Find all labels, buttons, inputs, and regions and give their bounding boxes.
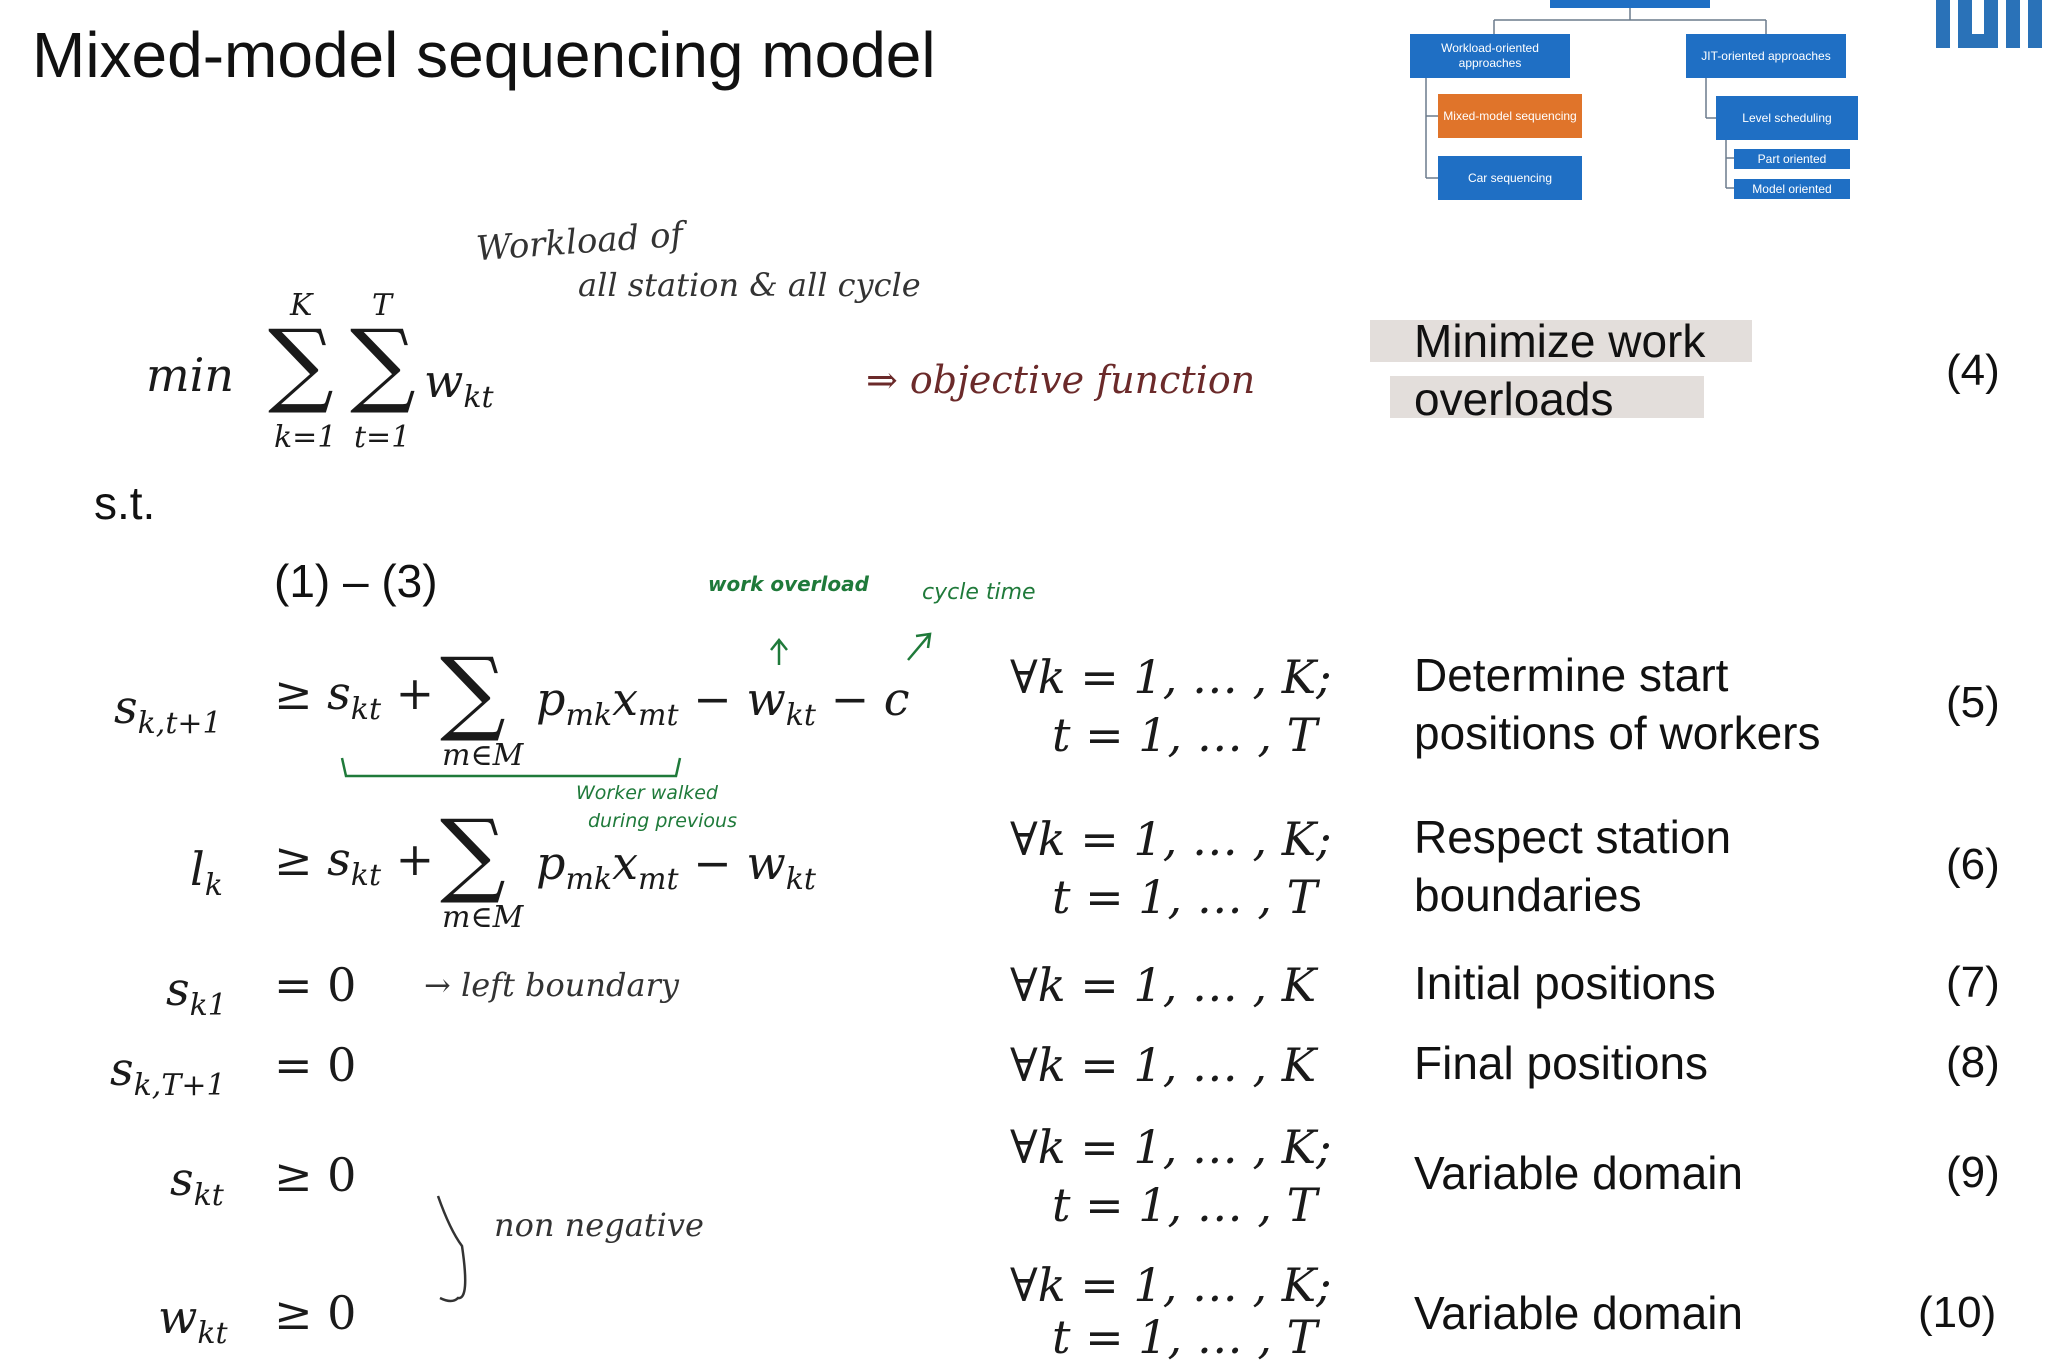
objective-min: min: [146, 348, 234, 402]
tum-logo: [1928, 0, 2046, 52]
equation-number-4: (4): [1946, 346, 2000, 395]
constraint-9-rhs: ≥ 0: [274, 1148, 357, 1202]
equation-number-10: (10): [1918, 1288, 1997, 1337]
node-car-sequencing: Car sequencing: [1438, 156, 1582, 200]
constraint-5-lhs: sk,t+1: [114, 680, 222, 742]
note-worker-walked: Worker walked: [576, 782, 718, 804]
constraint-7-rhs: = 0: [274, 958, 357, 1012]
objective-double-sum: K T ∑ ∑ k=1 t=1 wkt: [268, 288, 494, 455]
constraint-5-terms: pmkxmt − wkt − c: [536, 672, 910, 734]
approach-hierarchy-diagram: Workload-oriented approaches JIT-oriente…: [1410, 0, 1858, 205]
page-title: Mixed-model sequencing model: [32, 19, 936, 91]
constraint-10-forall-1: ∀k = 1, … , K;: [1010, 1258, 1332, 1312]
constraint-10-rhs: ≥ 0: [274, 1286, 357, 1340]
constraint-6-forall-2: t = 1, … , T: [1052, 870, 1318, 924]
node-jit-oriented: JIT-oriented approaches: [1686, 34, 1846, 78]
constraint-6-rhs: ≥ skt +: [274, 832, 435, 894]
objective-label-highlight-1: [1370, 320, 1752, 362]
constraint-6-label-1: Respect station: [1414, 811, 1732, 863]
equation-number-7: (7): [1946, 958, 2000, 1007]
constraint-6-forall-1: ∀k = 1, … , K;: [1010, 812, 1332, 866]
constraint-10-lhs: wkt: [158, 1290, 228, 1352]
node-workload-oriented: Workload-oriented approaches: [1410, 34, 1570, 78]
constraint-5-label-1: Determine start: [1414, 649, 1729, 701]
note-work-overload: work overload: [708, 572, 869, 596]
constraint-8-label: Final positions: [1414, 1037, 1709, 1089]
node-level-scheduling: Level scheduling: [1716, 96, 1858, 140]
constraint-9-label: Variable domain: [1414, 1147, 1744, 1199]
objective-label-2: overloads: [1414, 373, 1614, 425]
constraint-8-lhs: sk,T+1: [110, 1042, 226, 1104]
constraint-9-lhs: skt: [170, 1152, 224, 1214]
note-left-boundary: → left boundary: [424, 966, 679, 1004]
constraint-6-sum-index: m∈M: [442, 900, 524, 935]
note-all-station-cycle: all station & all cycle: [578, 266, 921, 304]
constraint-8-forall: ∀k = 1, … , K: [1010, 1038, 1317, 1092]
constraint-reference: (1) – (3): [274, 555, 438, 607]
objective-label-highlight-2: [1390, 376, 1704, 418]
constraint-6-sum: ∑: [440, 800, 506, 907]
constraint-9-forall-2: t = 1, … , T: [1052, 1178, 1318, 1232]
note-during-previous: during previous: [588, 810, 737, 832]
constraint-5-label-2: positions of workers: [1414, 707, 1821, 759]
equation-number-9: (9): [1946, 1148, 2000, 1197]
constraint-7-forall: ∀k = 1, … , K: [1010, 958, 1317, 1012]
equation-number-5: (5): [1946, 678, 2000, 727]
root-node: [1550, 0, 1710, 8]
constraint-6-label-2: boundaries: [1414, 869, 1642, 921]
constraint-7-label: Initial positions: [1414, 957, 1716, 1009]
constraint-10-label: Variable domain: [1414, 1287, 1744, 1339]
constraint-5-rhs: ≥ skt +: [274, 666, 435, 728]
constraint-6-terms: pmkxmt − wkt: [536, 836, 816, 898]
note-objective-function: ⇒ objective function: [866, 358, 1256, 402]
constraint-5-sum: ∑: [440, 638, 506, 745]
constraint-10-forall-2: t = 1, … , T: [1052, 1310, 1318, 1364]
node-model-oriented: Model oriented: [1734, 179, 1850, 199]
equation-number-8: (8): [1946, 1038, 2000, 1087]
node-part-oriented: Part oriented: [1734, 149, 1850, 169]
objective-label-1: Minimize work: [1414, 315, 1706, 367]
note-cycle-time: cycle time: [922, 580, 1036, 605]
subject-to-label: s.t.: [94, 477, 156, 529]
constraint-8-rhs: = 0: [274, 1038, 357, 1092]
constraint-6-lhs: lk: [190, 842, 223, 904]
constraint-7-lhs: sk1: [166, 962, 227, 1024]
note-non-negative: non negative: [494, 1206, 704, 1244]
constraint-5-forall-1: ∀k = 1, … , K;: [1010, 650, 1332, 704]
constraint-5-forall-2: t = 1, … , T: [1052, 708, 1318, 762]
constraint-5-sum-index: m∈M: [442, 738, 524, 773]
constraint-9-forall-1: ∀k = 1, … , K;: [1010, 1120, 1332, 1174]
equation-number-6: (6): [1946, 840, 2000, 889]
node-mixed-model-sequencing: Mixed-model sequencing: [1438, 94, 1582, 138]
